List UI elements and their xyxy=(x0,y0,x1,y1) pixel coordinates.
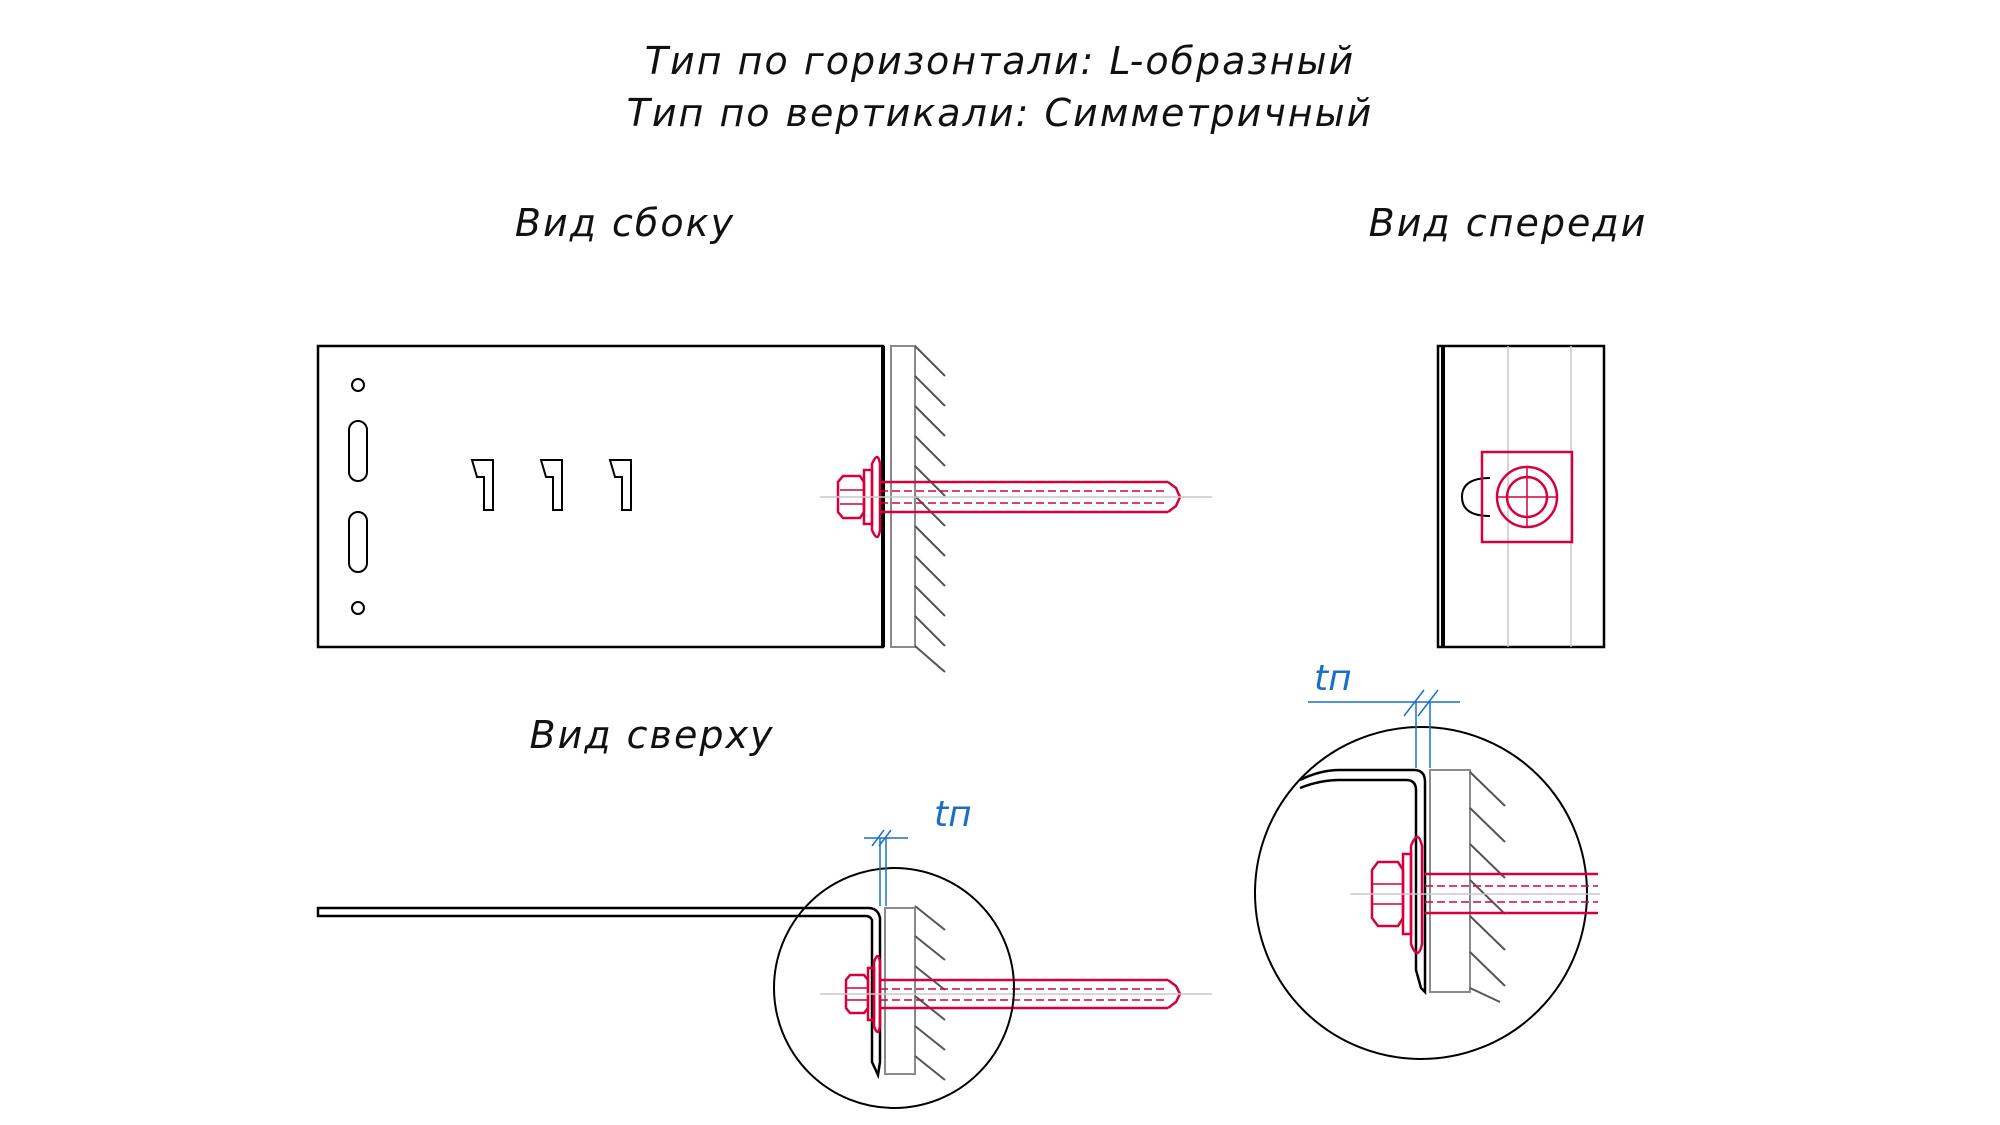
top-bracket-profile xyxy=(316,906,882,1080)
side-bracket-plate xyxy=(316,344,885,649)
side-round-hole-top xyxy=(351,378,365,392)
detail-wall xyxy=(1429,769,1471,993)
detail-view: tп xyxy=(1254,658,1600,1060)
front-view xyxy=(1436,344,1606,649)
front-slot xyxy=(1460,477,1491,517)
side-anchor-bolt xyxy=(820,455,1212,539)
detail-circle xyxy=(1254,726,1588,1060)
detail-anchor-bolt xyxy=(1350,835,1600,955)
label-side-view: Вид сбоку xyxy=(515,201,735,245)
front-washer xyxy=(1480,450,1574,544)
header-horizontal-type: Тип по горизонтали: L-образный xyxy=(645,39,1355,83)
top-anchor-bolt xyxy=(820,954,1212,1034)
label-top-view: Вид сверху xyxy=(530,713,775,757)
side-view xyxy=(316,344,1212,673)
front-bracket-outline xyxy=(1436,344,1606,649)
side-slot-upper xyxy=(348,420,368,482)
detail-thickness-label: tп xyxy=(1314,658,1352,699)
label-front-view: Вид спереди xyxy=(1369,201,1648,245)
side-notch-2 xyxy=(539,459,563,511)
side-notch-1 xyxy=(470,459,494,511)
side-wall-hatch xyxy=(914,345,946,673)
detail-wall-hatch xyxy=(1469,771,1506,1003)
top-wall-hatch xyxy=(914,905,946,1081)
top-thickness-label: tп xyxy=(934,794,972,835)
side-notch-3 xyxy=(608,459,632,511)
detail-dimension xyxy=(1308,689,1460,768)
side-round-hole-bottom xyxy=(351,601,365,615)
top-wall xyxy=(884,907,916,1075)
top-detail-circle xyxy=(773,867,1015,1109)
detail-bracket-profile xyxy=(1299,768,1427,996)
header-vertical-type: Тип по вертикали: Симметричный xyxy=(627,91,1374,135)
side-slot-lower xyxy=(348,511,368,573)
top-view: tп xyxy=(316,794,1212,1109)
top-dimension xyxy=(864,829,908,906)
